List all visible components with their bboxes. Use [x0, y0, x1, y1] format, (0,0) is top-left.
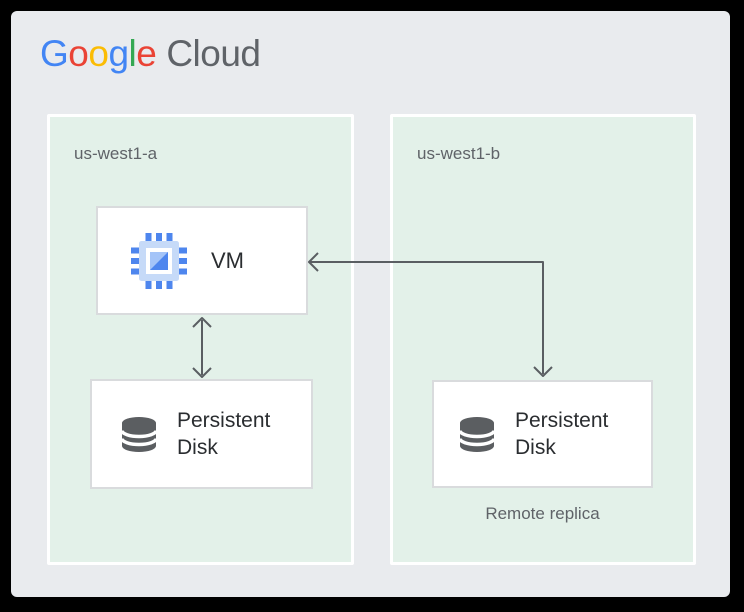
persistent-disk-icon: [458, 416, 496, 452]
logo-letter: l: [128, 33, 137, 74]
persistent-disk-icon: [120, 416, 158, 452]
logo-cloud-word: Cloud: [166, 33, 261, 74]
zone-us-west1-b: us-west1-b: [390, 114, 696, 565]
vm-node: VM: [96, 206, 308, 315]
persistent-disk-label: Persistent Disk: [515, 409, 609, 459]
vm-label: VM: [211, 247, 244, 273]
compute-engine-icon: [131, 232, 187, 289]
remote-replica-caption: Remote replica: [485, 504, 600, 523]
persistent-disk-node-local: Persistent Disk: [90, 379, 313, 489]
logo-letter: o: [68, 33, 89, 74]
zone-label: us-west1-a: [74, 144, 158, 163]
logo-letter: G: [40, 33, 69, 74]
logo-letter: g: [108, 33, 129, 74]
persistent-disk-label: Persistent Disk: [177, 409, 271, 459]
persistent-disk-node-remote: Persistent Disk: [432, 380, 653, 488]
logo-letter: e: [136, 33, 157, 74]
logo-letter: o: [88, 33, 109, 74]
zone-label: us-west1-b: [417, 144, 501, 163]
zone-us-west1-a: us-west1-a: [47, 114, 354, 565]
